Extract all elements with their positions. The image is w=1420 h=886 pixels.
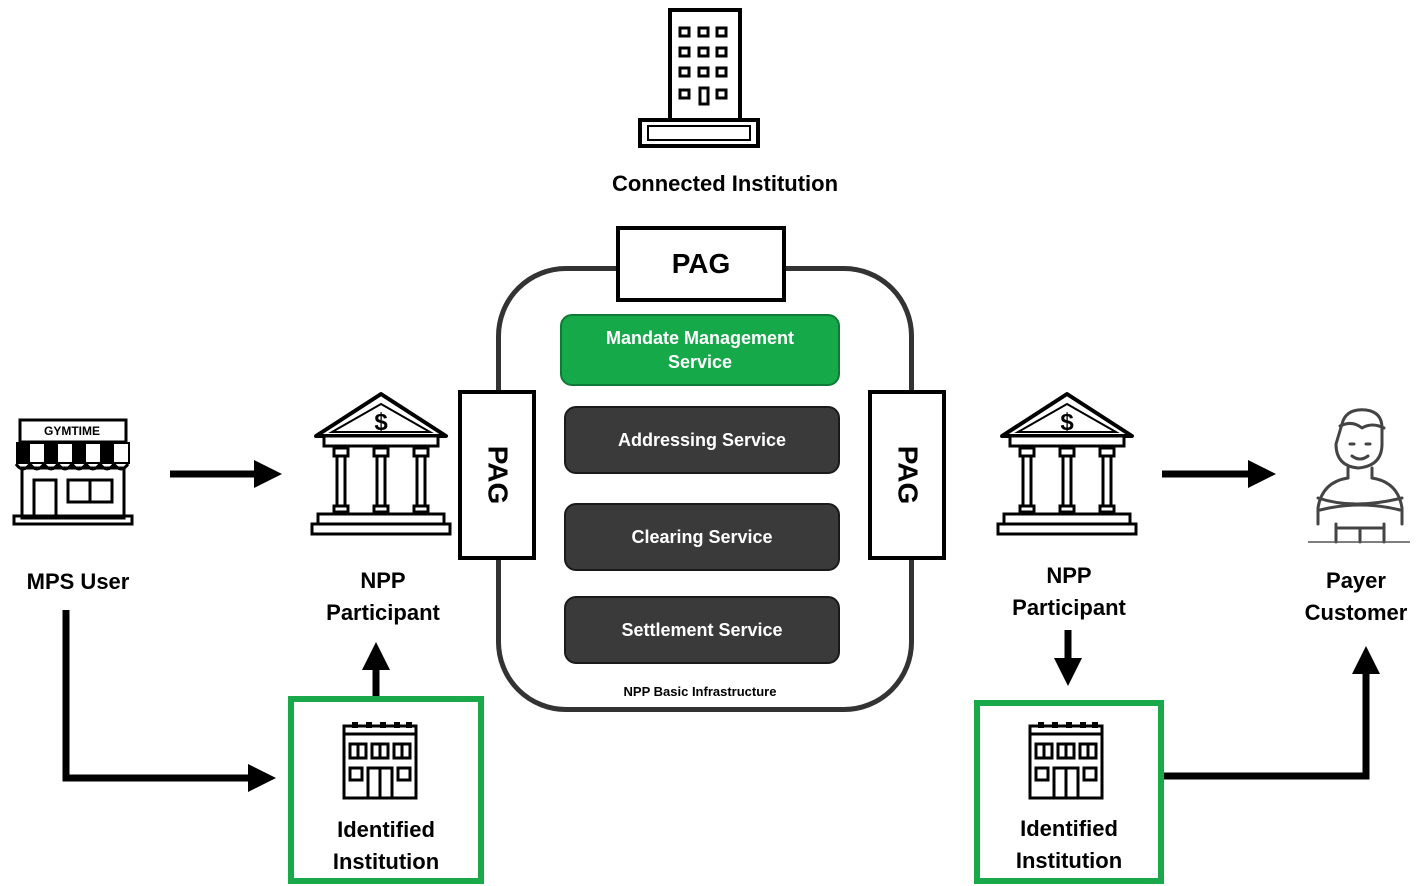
identified-institution-left-label: Identified Institution (292, 814, 480, 878)
clearing-service: Clearing Service (564, 503, 840, 571)
service-label: Settlement Service (621, 619, 783, 640)
service-label: Addressing Service (617, 429, 787, 450)
office-building-icon (638, 8, 760, 148)
institution-building-icon (1028, 722, 1104, 800)
label-line: Customer (1304, 599, 1408, 625)
mandate-management-service: Mandate Management Service (560, 314, 840, 386)
storefront-icon (12, 418, 134, 526)
label-line: NPP (360, 568, 406, 593)
pag-right: PAG (868, 390, 946, 560)
pag-left: PAG (458, 390, 536, 560)
svg-text:$: $ (374, 409, 388, 436)
label-line: Institution (332, 848, 440, 874)
arrow-identified-to-payer (1164, 646, 1380, 780)
mps-user-label: MPS User (26, 569, 130, 594)
identified-institution-right-label: Identified Institution (976, 813, 1162, 877)
infrastructure-caption: NPP Basic Infrastructure (623, 684, 777, 699)
arrow-mps-to-identified (62, 610, 276, 792)
npp-participant-left-label: NPP Participant (300, 565, 466, 629)
label-line: Participant (1012, 594, 1126, 620)
pag-right-label: PAG (891, 445, 923, 505)
identified-institution-right (974, 700, 1164, 884)
pag-left-label: PAG (481, 445, 513, 505)
connected-institution-label: Connected Institution (611, 171, 839, 196)
pag-top-label: PAG (671, 248, 731, 279)
bank-icon: $ (996, 392, 1138, 536)
label-line: Institution (1015, 847, 1123, 873)
svg-text:$: $ (1060, 409, 1074, 436)
npp-participant-right-label: NPP Participant (986, 560, 1152, 624)
label-line: NPP (1046, 563, 1092, 588)
label-line: Identified (337, 817, 435, 842)
payer-customer-label: Payer Customer (1292, 565, 1420, 629)
addressing-service: Addressing Service (564, 406, 840, 474)
label-line: Identified (1020, 816, 1118, 841)
person-arms-crossed-icon (1308, 408, 1410, 544)
institution-building-icon (342, 722, 418, 800)
service-label: Mandate Management Service (605, 327, 795, 372)
label-line: Payer (1326, 568, 1386, 593)
settlement-service: Settlement Service (564, 596, 840, 664)
store-sign: GYMTIME (44, 424, 100, 438)
pag-top: PAG (616, 226, 786, 302)
bank-icon: $ (310, 392, 452, 536)
label-line: Participant (326, 599, 440, 625)
service-label: Clearing Service (631, 526, 773, 547)
